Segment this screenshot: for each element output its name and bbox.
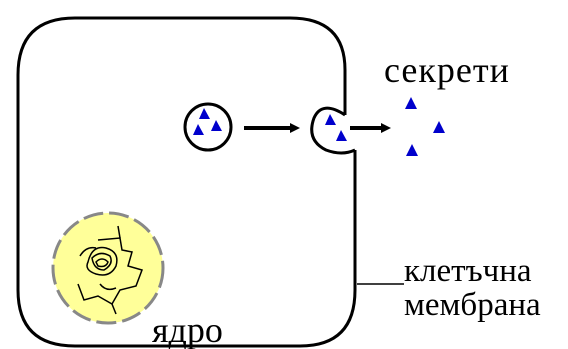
granule-icon [406,144,418,156]
nucleus [51,211,165,325]
granule-icon [433,121,445,133]
nucleus-label: ядро [152,310,223,349]
membrane-label-line1: клетъчна [404,253,532,289]
secretions-label: секрети [384,50,510,90]
membrane-label-line2: мембрана [404,287,541,323]
granule-icon [211,120,222,131]
secretory-vesicle [183,102,233,152]
cell-outline [16,16,357,348]
chromatin [77,225,143,315]
granule-icon [336,130,347,141]
granule-icon [325,114,336,125]
docking-vesicle [310,106,356,155]
granule-icon [405,97,417,109]
granule-icon [199,108,210,119]
granule-icon [193,124,204,135]
membrane-label: клетъчна мембрана [404,254,541,322]
